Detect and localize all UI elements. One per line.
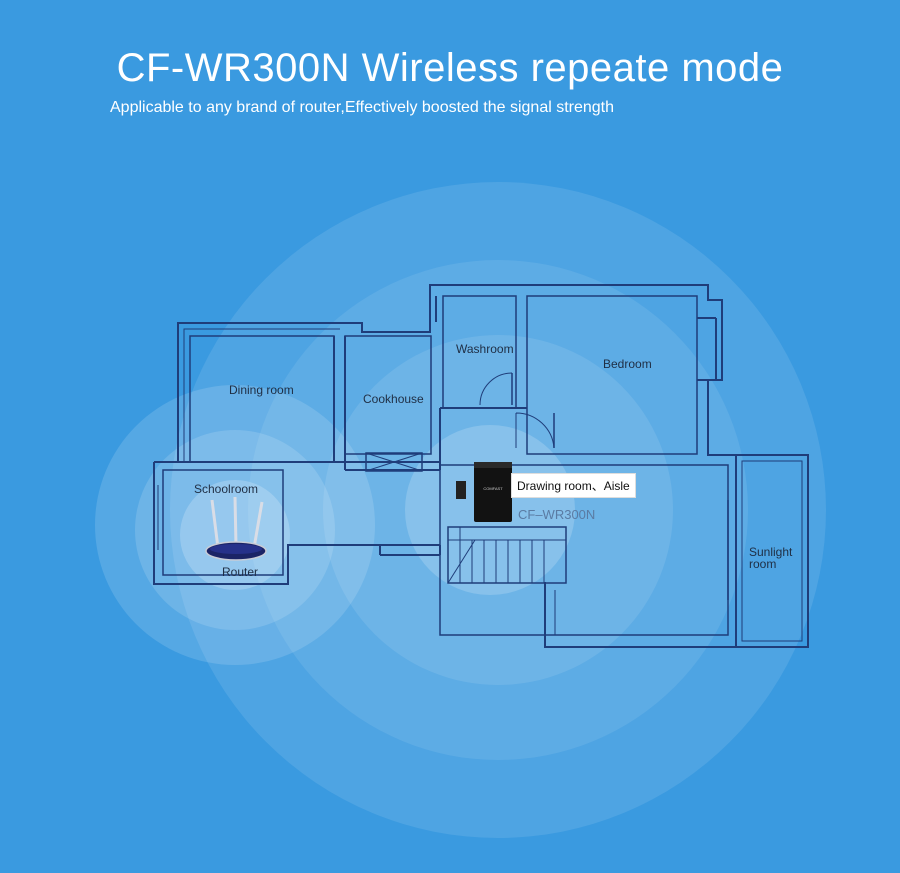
room-label-bedroom: Bedroom [603,357,652,371]
drawing-room-callout: Drawing room、Aisle [511,473,636,498]
room-label-cookhouse: Cookhouse [363,392,424,406]
router-label: Router [222,565,259,579]
repeater-device: COMFAST [456,462,512,522]
repeater-model-label: CF–WR300N [518,507,596,522]
room-label-sunlight-room-line2: room [749,557,777,571]
page-title: CF-WR300N Wireless repeate mode [116,46,784,90]
router-device [205,496,267,561]
page-subtitle: Applicable to any brand of router,Effect… [110,99,615,116]
floor-plan-walls [153,284,809,648]
repeater-brand-text: COMFAST [483,486,503,491]
room-label-washroom: Washroom [456,342,514,356]
room-label-sunlight-room-line1: Sunlight [749,545,793,559]
room-label-schoolroom: Schoolroom [194,482,259,496]
room-label-dining-room: Dining room [229,383,294,397]
